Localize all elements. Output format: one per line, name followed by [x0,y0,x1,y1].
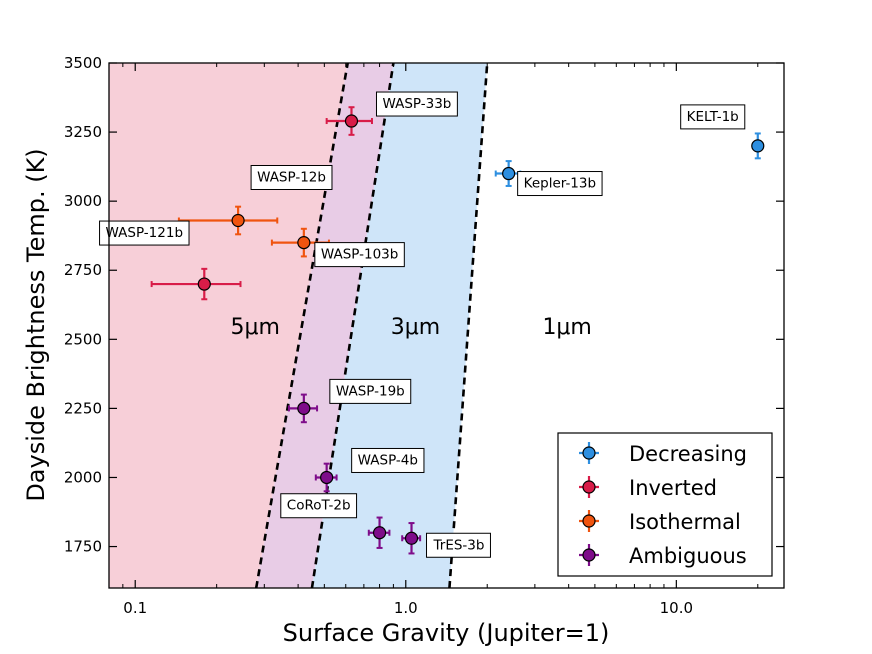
band-label: 1μm [542,315,591,340]
legend-label: Ambiguous [629,544,747,568]
point-label-text: CoRoT-2b [287,498,351,514]
legend-marker [582,514,596,528]
point-label-text: WASP-12b [257,170,326,186]
x-tick-label: 10.0 [660,599,693,617]
data-point [297,236,311,250]
data-point [197,277,211,291]
point-label: WASP-121b [99,220,190,246]
y-axis-label: Dayside Brightness Temp. (K) [22,148,50,501]
point-label: TrES-3b [426,532,491,558]
boundary-line [448,63,489,588]
y-tick-label: 2750 [64,261,102,279]
data-point [502,166,516,181]
boundary-line [254,63,349,588]
y-tick-label: 3250 [64,123,102,141]
point-label-text: WASP-4b [358,452,418,468]
legend-label: Decreasing [629,442,747,466]
legend-entry: Decreasing [579,442,747,466]
x-axis-label: Surface Gravity (Jupiter=1) [283,619,610,647]
point-label-box [426,532,491,558]
y-tick-label: 2500 [64,330,102,348]
x-tick-label: 1.0 [394,599,418,617]
point-label-text: Kepler-13b [524,176,596,192]
point-label-text: WASP-33b [382,96,451,112]
legend-label: Isothermal [629,510,741,534]
data-point [297,401,311,415]
tick-layer: 0.1 1.0 10.0 1750 2000 2250 2500 2750 3000 3250 35… [64,54,784,617]
data-point [231,213,245,228]
point-label-box [351,447,425,473]
region-fill [256,63,394,588]
point-label: CoRoT-2b [280,493,358,519]
point-label: WASP-33b [375,91,458,117]
y-tick-label: 1750 [64,538,102,556]
point-label-box [517,171,603,197]
data-point [320,470,334,485]
marker-layer [197,114,765,545]
legend-label: Inverted [629,476,717,500]
y-tick-label: 3500 [64,54,102,72]
y-tick-label: 3000 [64,192,102,210]
point-label: WASP-103b [314,242,405,268]
point-label: WASP-4b [351,447,425,473]
point-label: KELT-1b [680,104,746,130]
point-label-layer: Kepler-13bKELT-1bWASP-33bWASP-121bWASP-1… [99,91,746,558]
point-label: WASP-19b [329,378,412,404]
y-tick-label: 2000 [64,468,102,486]
point-label-box [329,378,412,404]
legend-entry: Inverted [579,476,717,500]
point-label-text: TrES-3b [433,537,485,553]
point-label: Kepler-13b [517,171,603,197]
point-label-box [680,104,746,130]
band-label: 5μm [231,315,280,340]
plot-frame [108,62,785,589]
legend-marker [582,480,596,494]
data-point [751,139,765,153]
legend-entry: Ambiguous [579,544,747,568]
point-label-box [250,165,333,190]
point-label-box [280,493,358,519]
point-label-text: WASP-121b [106,225,183,241]
data-point [344,114,359,128]
point-label-box [314,242,405,268]
y-tick-label: 2250 [64,399,102,417]
legend-entry: Isothermal [579,510,741,534]
point-label-box [99,220,190,246]
band-label-layer: 5μm 3μm 1μm [231,315,592,340]
point-label-text: KELT-1b [687,109,739,125]
point-label-text: WASP-103b [321,247,398,263]
legend-marker [582,548,596,562]
point-label: WASP-12b [250,165,333,190]
legend-marker [582,446,596,460]
region-fill [109,63,348,588]
point-label-box [375,91,458,117]
band-label: 3μm [391,315,440,340]
data-point [404,531,419,545]
data-point [372,526,387,540]
point-label-text: WASP-19b [336,383,405,399]
x-tick-label: 0.1 [123,599,147,617]
